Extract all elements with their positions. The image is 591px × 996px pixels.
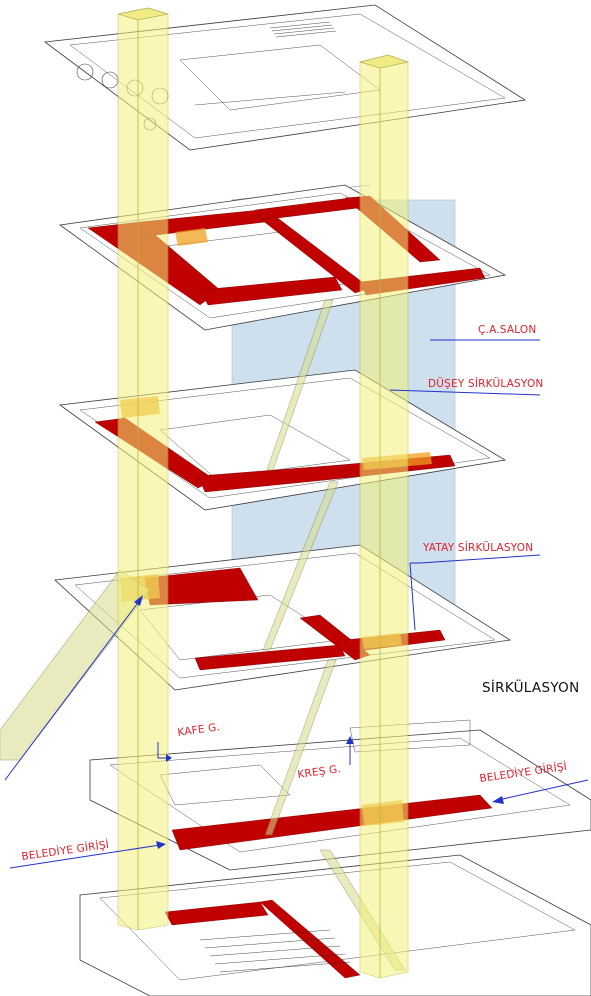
label-dusey-sirkulasyon: DÜŞEY SİRKÜLASYON (428, 377, 543, 390)
leader-dusey (389, 389, 541, 396)
leader-yatay-drop (409, 562, 416, 631)
diagram-title: SİRKÜLASYON (482, 678, 579, 696)
arrow-kafe (157, 742, 166, 759)
leader-lines (4, 339, 589, 869)
vertical-core-right (358, 54, 410, 979)
arrowhead-belediye-left (156, 841, 166, 849)
arrowhead-belediye-right (492, 796, 504, 804)
arrowhead-kafe (166, 754, 172, 762)
arrow-belediye-right (497, 779, 589, 801)
label-yatay-sirkulasyon: YATAY SİRKÜLASYON (422, 541, 533, 554)
floor-plan-roof (43, 4, 527, 151)
ramps (0, 299, 406, 971)
label-ca-salon: Ç.A.SALON (478, 324, 536, 336)
leader-yatay (410, 554, 541, 564)
arrowhead-kres (346, 736, 354, 744)
arrow-ramp (4, 599, 141, 781)
arrow-belediye-left (9, 844, 161, 869)
arrowhead-ramp (134, 595, 143, 606)
vertical-core-left (117, 7, 169, 931)
floor-plan-basement (79, 854, 591, 996)
label-kafe-girisi: KAFE G. (177, 721, 221, 739)
